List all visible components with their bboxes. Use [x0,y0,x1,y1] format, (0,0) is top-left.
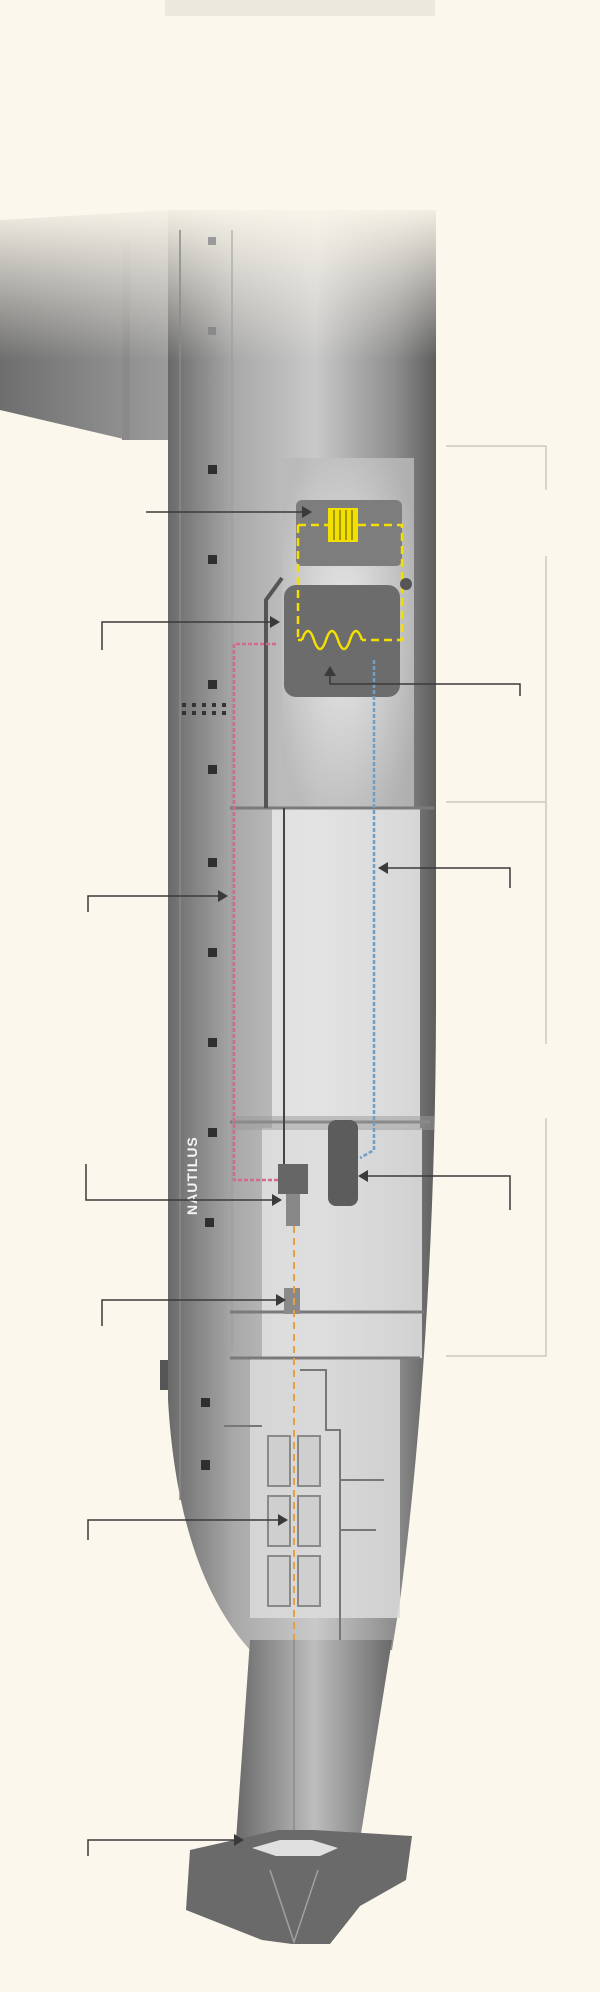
hatch [160,1360,168,1390]
hull-top-fade [0,200,600,360]
top-haze [165,0,435,16]
reactor-core-block [328,508,358,542]
bracket-auxiliary-section [446,556,546,1044]
condenser-unit [328,1120,358,1206]
bracket-engine-room [446,1118,546,1356]
turbine-unit [278,1164,308,1194]
hull-name-label: NAUTILUS [184,1136,200,1215]
turbine-base [286,1194,300,1226]
pump [400,578,412,590]
auxiliary-cutaway [272,808,420,1128]
bracket-reactor-compartment [446,446,546,490]
section-brackets [446,446,546,1356]
reduction-gear-unit [284,1288,300,1314]
